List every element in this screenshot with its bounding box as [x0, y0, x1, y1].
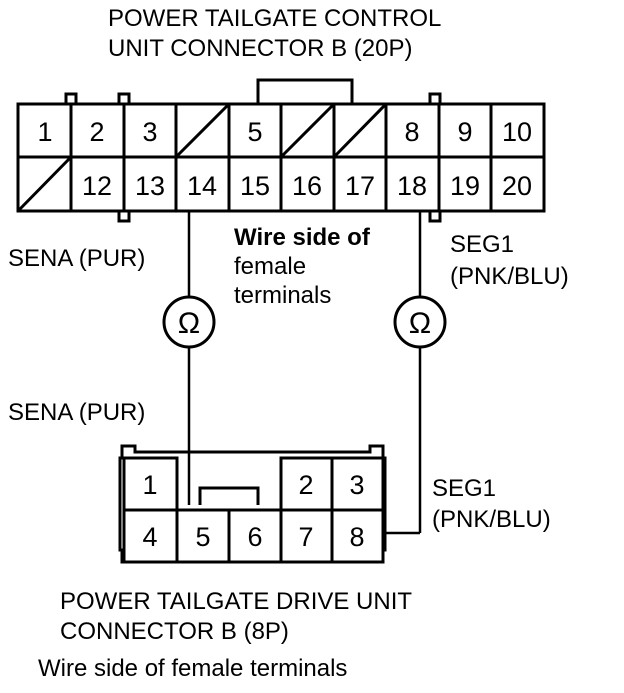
pin-label: 17 — [345, 171, 375, 201]
ohm-icon: Ω — [178, 307, 200, 340]
connector-8p-title-line2: CONNECTOR B (8P) — [60, 618, 289, 645]
connector-20p-title-line1: POWER TAILGATE CONTROL — [108, 5, 441, 32]
connector-8p-note: Wire side of female terminals — [38, 655, 347, 682]
probe-wires — [187, 211, 422, 535]
connector-20p — [16, 78, 546, 223]
ohm-icon: Ω — [409, 307, 431, 340]
pin-label: 9 — [457, 117, 472, 147]
pin-label: 8 — [349, 522, 364, 552]
pin-label: 8 — [404, 117, 419, 147]
connector-8p-frame — [118, 444, 387, 564]
pin-label: 19 — [450, 171, 480, 201]
empty-cavity-7 — [332, 102, 388, 159]
seg1-label-upper-line1: SEG1 — [450, 231, 514, 258]
connector-8p-latch — [198, 486, 260, 505]
pin-label: 18 — [397, 171, 427, 201]
pin-label: 5 — [247, 117, 262, 147]
pin-label: 7 — [298, 522, 313, 552]
connector-20p-title-line2: UNIT CONNECTOR B (20P) — [108, 35, 413, 62]
connector-8p-pins: 1 2 3 4 5 6 7 8 — [142, 470, 364, 552]
ohmmeter-circle — [162, 295, 216, 349]
ohmmeter-circle — [393, 295, 447, 349]
pin-label: 14 — [187, 171, 217, 201]
pin-label: 1 — [37, 117, 52, 147]
pin-label: 12 — [82, 171, 112, 201]
seg1-label-lower-line1: SEG1 — [432, 475, 496, 502]
pin-label: 2 — [298, 470, 313, 500]
ohmmeter-right: Ω — [393, 295, 447, 349]
connector-8p-title-line1: POWER TAILGATE DRIVE UNIT — [60, 588, 412, 615]
seg1-label-lower-line2: (PNK/BLU) — [432, 506, 551, 533]
pin-label: 5 — [195, 522, 210, 552]
pin-label: 6 — [247, 522, 262, 552]
pin-label: 15 — [240, 171, 270, 201]
pin-label: 20 — [502, 171, 532, 201]
sena-label-upper: SENA (PUR) — [8, 245, 145, 272]
connector-20p-latch — [256, 78, 354, 103]
connector-8p — [118, 444, 387, 564]
pin-label: 16 — [292, 171, 322, 201]
connector-20p-row1: 1 2 3 5 8 9 10 — [37, 117, 532, 147]
empty-cavity-6 — [279, 102, 336, 159]
pin-label: 4 — [142, 522, 157, 552]
sena-label-lower: SENA (PUR) — [8, 399, 145, 426]
wire-side-note-line1: Wire side of — [234, 224, 371, 251]
pin-label: 1 — [142, 470, 157, 500]
ohmmeter-left: Ω — [162, 295, 216, 349]
pin-label: 13 — [135, 171, 165, 201]
empty-cavity-4 — [174, 102, 231, 159]
pin-label: 3 — [349, 470, 364, 500]
connector-20p-row2: 12 13 14 15 16 17 18 19 20 — [82, 171, 532, 201]
pin-label: 2 — [89, 117, 104, 147]
wire-side-note-line2: female — [234, 253, 306, 280]
empty-cavity-11 — [16, 155, 73, 213]
pin-label: 3 — [142, 117, 157, 147]
pin-label: 10 — [502, 117, 532, 147]
seg1-label-upper-line2: (PNK/BLU) — [450, 263, 569, 290]
wire-side-note-line3: terminals — [234, 282, 331, 309]
